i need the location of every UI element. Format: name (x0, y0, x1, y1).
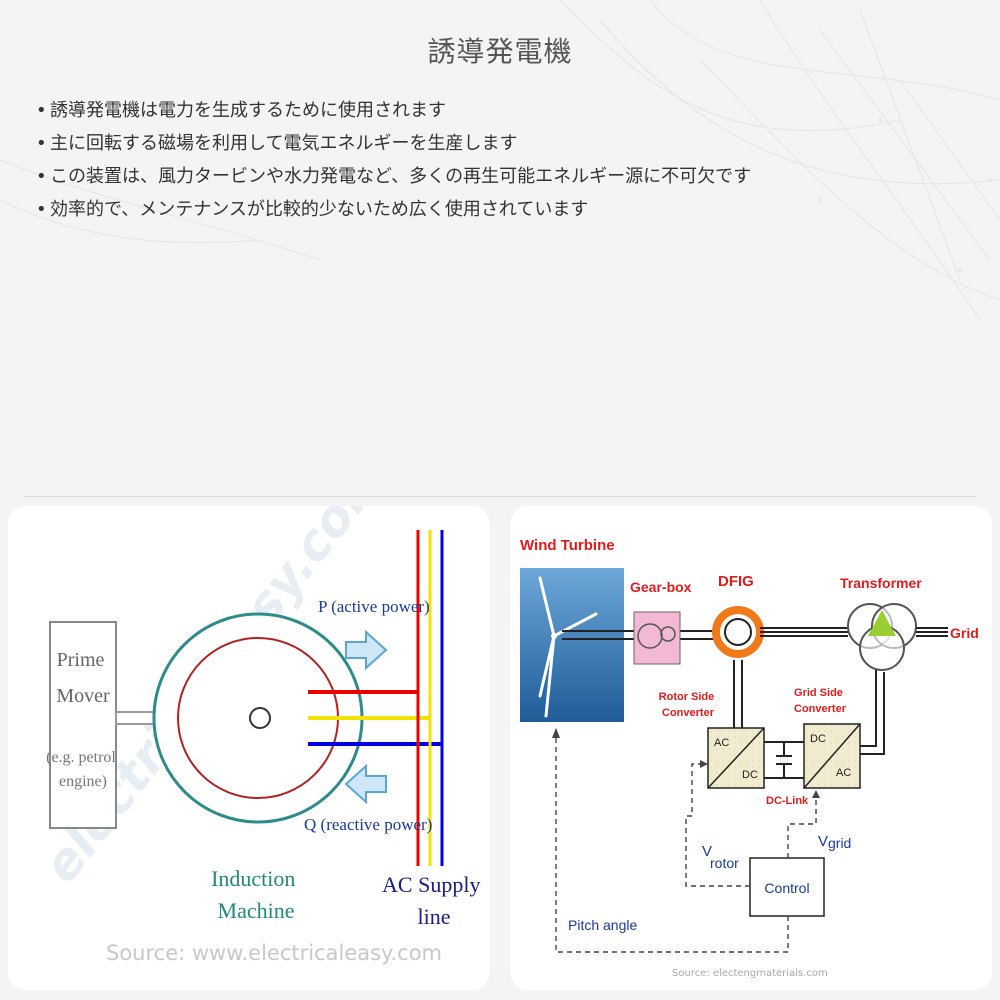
bullet-list: •誘導発電機は電力を生成するために使用されます •主に回転する磁場を利用して電気… (36, 94, 751, 226)
control-signal-lines (555, 728, 817, 953)
ac-supply-label: AC Supply (382, 872, 480, 897)
v-grid-subscript: grid (828, 835, 851, 851)
active-power-label: P (active power) (318, 597, 430, 616)
bullet-item: •誘導発電機は電力を生成するために使用されます (36, 100, 446, 121)
svg-text:Induction Machine: Induction Machine (211, 866, 301, 923)
gearbox-box (633, 611, 681, 665)
transformer-core (868, 610, 896, 636)
svg-text:Rotor Side Converter: Rotor Side Converter (659, 691, 718, 719)
rotor-shaft (249, 707, 271, 729)
bullet-text: 主に回転する磁場を利用して電気エネルギーを生産します (50, 133, 518, 154)
source-caption: Source: www.electricaleasy.com (106, 941, 442, 965)
bullet-item: •この装置は、風力タービンや水力発電など、多くの再生可能エネルギー源に不可欠です (36, 166, 752, 187)
bullet-text: この装置は、風力タービンや水力発電など、多くの再生可能エネルギー源に不可欠です (50, 166, 752, 187)
prime-mover-label: Prime (57, 649, 105, 671)
induction-machine-label: Machine (218, 898, 295, 923)
divider (24, 496, 976, 497)
bullet-text: 誘導発電機は電力を生成するために使用されます (50, 100, 446, 121)
active-power-arrow (345, 629, 388, 671)
induction-generator-diagram: electricaleasy.com Prime Mover (e.g. pet… (32, 506, 486, 965)
gsc-ac-label: AC (836, 767, 851, 779)
v-rotor-subscript: rotor (710, 855, 739, 871)
gsc-dc-label: DC (810, 733, 826, 745)
reactive-power-label: Q (reactive power) (304, 815, 432, 834)
rsc-dc-label: DC (742, 769, 758, 781)
bullet-item: •効率的で、メンテナンスが比較的少ないため広く使用されています (36, 199, 589, 220)
background-network-pattern (0, 0, 1000, 321)
induction-machine-label: Induction (211, 866, 295, 891)
gsc-line (860, 670, 885, 755)
source-caption: Source: electengmaterials.com (672, 968, 828, 979)
transformer-label: Transformer (840, 575, 922, 591)
wind-turbine-image (520, 568, 624, 722)
induction-generator-panel: electricaleasy.com Prime Mover (e.g. pet… (8, 506, 490, 990)
rotor-side-converter-label: Rotor Side (659, 691, 715, 703)
turbine-icon (538, 576, 598, 718)
svg-text:AC Supply line: AC Supply line (382, 872, 486, 929)
grid-line (916, 627, 948, 637)
page-title: 誘導発電機 (427, 35, 573, 68)
dfig-diagram: Wind Turbine Gear-box DFIG (520, 537, 979, 979)
prime-mover-note: (e.g. petrol (46, 749, 116, 766)
reactive-power-arrow (344, 763, 387, 805)
svg-text:Prime Mover: Prime Mover (56, 649, 110, 707)
rsc-ac-label: AC (714, 737, 729, 749)
pitch-angle-label: Pitch angle (568, 917, 637, 933)
prime-mover-label: Mover (56, 685, 110, 707)
stator-line (760, 627, 848, 637)
wind-turbine-label: Wind Turbine (520, 537, 615, 554)
rotor-side-converter-label: Converter (662, 707, 715, 719)
svg-text:(e.g. petrol engine): (e.g. petrol engine) (46, 749, 120, 790)
prime-mover-box (49, 621, 117, 829)
ac-supply-label: line (418, 904, 451, 929)
grid-side-converter-label: Converter (794, 703, 847, 715)
v-grid-label: V (818, 833, 828, 850)
gear-icon (660, 626, 676, 642)
dfig-label: DFIG (718, 573, 754, 590)
dc-link-label: DC-Link (766, 795, 809, 807)
prime-mover-note: engine) (59, 773, 107, 790)
drive-shaft (562, 630, 716, 640)
dfig-panel: Wind Turbine Gear-box DFIG (510, 506, 992, 990)
v-rotor-label: V (702, 843, 712, 860)
grid-side-converter-label: Grid Side (794, 687, 843, 699)
dc-link (764, 741, 804, 779)
rotor-line (733, 660, 743, 728)
bullet-text: 効率的で、メンテナンスが比較的少ないため広く使用されています (50, 199, 589, 220)
bullet-item: •主に回転する磁場を利用して電気エネルギーを生産します (36, 133, 518, 154)
control-box (749, 857, 825, 917)
control-label: Control (764, 880, 809, 896)
svg-text:Grid Side Converter: Grid Side Converter (794, 687, 847, 715)
grid-label: Grid (950, 625, 979, 641)
gearbox-label: Gear-box (630, 579, 692, 595)
